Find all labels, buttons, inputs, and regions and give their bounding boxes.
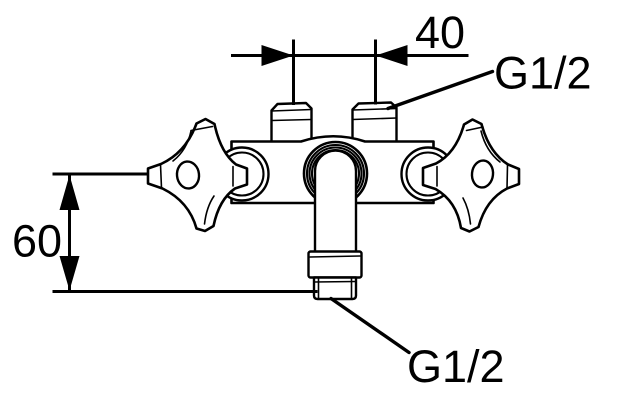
right-handle: [421, 118, 521, 233]
outlet-pipe: [313, 149, 358, 253]
outlet-collar: [307, 250, 363, 279]
dim40-arrow-left-icon: [375, 45, 408, 66]
dim40-arrow-right-icon: [261, 45, 294, 66]
dim60-arrow-up-icon: [59, 175, 80, 210]
dim60-value: 60: [12, 216, 62, 267]
dimension-top-40: 40: [231, 7, 469, 105]
dim60-arrow-down-icon: [59, 256, 80, 291]
top-thread-leader-line: [386, 69, 495, 111]
label-bottom-thread: G1/2: [329, 296, 505, 392]
faucet-illustration: [146, 101, 521, 301]
top-thread-text: G1/2: [494, 48, 592, 99]
outlet-thread: [312, 276, 358, 301]
left-handle-hole: [175, 160, 201, 190]
left-handle: [146, 117, 249, 233]
label-top-thread: G1/2: [386, 48, 592, 111]
bottom-thread-leader-line: [329, 296, 411, 355]
right-handle-hole: [470, 159, 495, 189]
dim40-value: 40: [415, 7, 465, 58]
left-inlet-pipe: [270, 101, 313, 146]
bottom-thread-text: G1/2: [407, 341, 505, 392]
dimension-left-60: 60: [12, 172, 318, 293]
